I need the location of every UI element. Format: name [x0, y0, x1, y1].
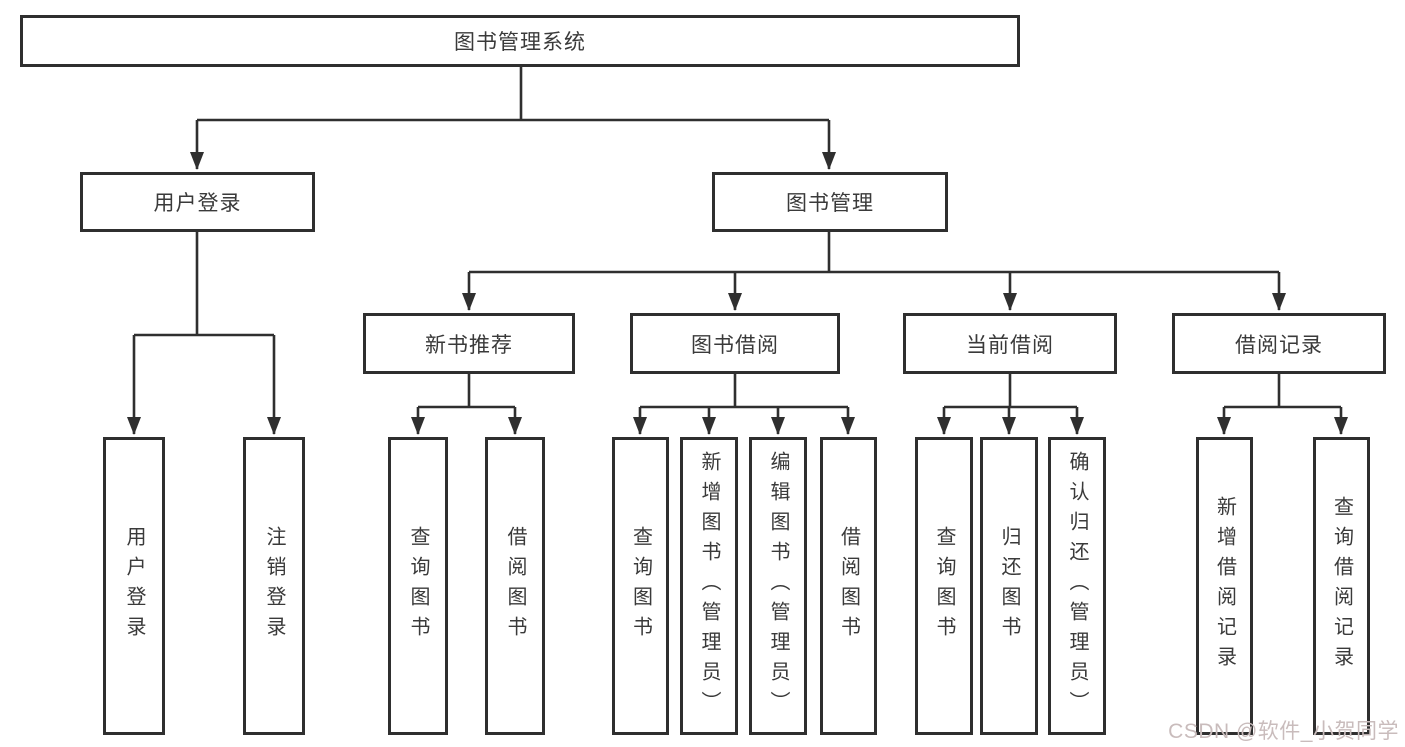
leaf-add-borrow-record: 新增借阅记录 — [1196, 437, 1253, 735]
leaf-borrow-books-recommend: 借阅图书 — [485, 437, 545, 735]
node-book-management: 图书管理 — [712, 172, 948, 232]
connector-bookmgmt-to-level3 — [469, 232, 1279, 274]
connector-userlogin-to-leaves — [134, 232, 274, 337]
csdn-watermark: CSDN @软件_小贺同学 — [1168, 720, 1399, 743]
node-borrowing-records: 借阅记录 — [1172, 313, 1386, 374]
leaf-query-books-recommend: 查询图书 — [388, 437, 448, 735]
leaf-query-books-borrowing: 查询图书 — [612, 437, 669, 735]
leaf-confirm-return-admin: 确认归还（管理员） — [1048, 437, 1106, 735]
leaf-user-login: 用户登录 — [103, 437, 165, 735]
leaf-edit-books-admin: 编辑图书（管理员） — [749, 437, 807, 735]
leaf-logout: 注销登录 — [243, 437, 305, 735]
leaf-return-books: 归还图书 — [980, 437, 1038, 735]
connector-current-to-leaves — [944, 374, 1077, 409]
node-new-book-recommendation: 新书推荐 — [363, 313, 575, 374]
leaf-add-books-admin: 新增图书（管理员） — [680, 437, 738, 735]
connector-records-to-leaves — [1224, 374, 1341, 409]
connector-root-to-level2 — [197, 67, 829, 122]
node-library-management-system: 图书管理系统 — [20, 15, 1020, 67]
connector-newbook-to-leaves — [418, 374, 515, 409]
node-user-login: 用户登录 — [80, 172, 315, 232]
leaf-query-books-current: 查询图书 — [915, 437, 973, 735]
connector-borrowing-to-leaves — [640, 374, 848, 409]
leaf-borrow-books: 借阅图书 — [820, 437, 877, 735]
node-book-borrowing: 图书借阅 — [630, 313, 840, 374]
leaf-query-borrow-record: 查询借阅记录 — [1313, 437, 1370, 735]
node-current-borrowing: 当前借阅 — [903, 313, 1117, 374]
